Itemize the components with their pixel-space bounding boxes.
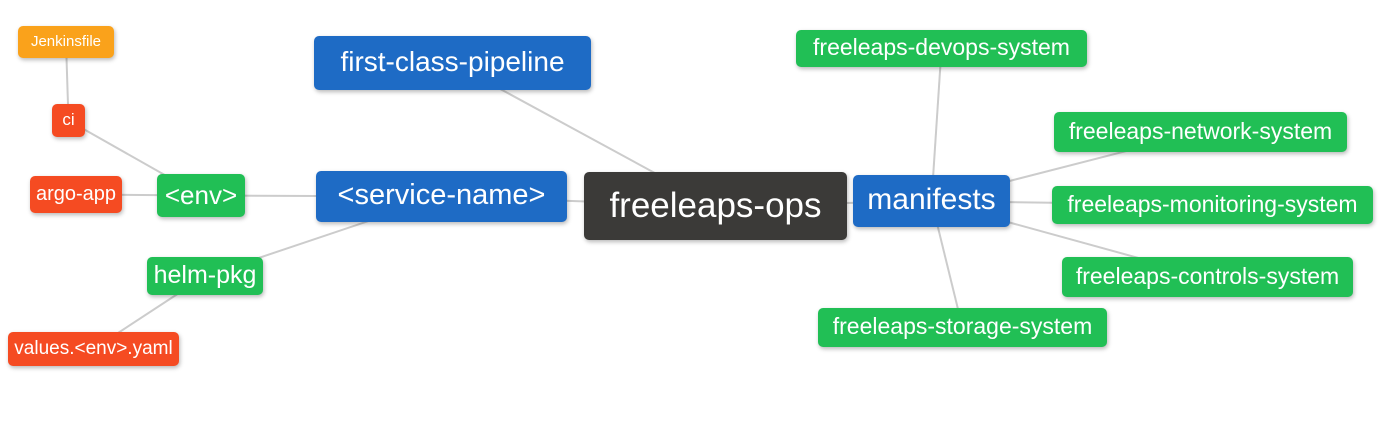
node-freeleaps-network-system[interactable]: freeleaps-network-system — [1054, 112, 1347, 152]
node-label: ci — [62, 110, 75, 129]
node-label: Jenkinsfile — [30, 32, 102, 50]
node-label: freeleaps-controls-system — [1075, 262, 1340, 289]
node-label: <service-name> — [337, 179, 546, 211]
node-service-name[interactable]: <service-name> — [316, 171, 567, 222]
node-freeleaps-storage-system[interactable]: freeleaps-storage-system — [818, 308, 1107, 347]
node-first-class-pipeline[interactable]: first-class-pipeline — [314, 36, 591, 90]
node-label: freeleaps-network-system — [1068, 117, 1333, 144]
node-freeleaps-monitoring-system[interactable]: freeleaps-monitoring-system — [1052, 186, 1373, 224]
node-freeleaps-devops-system[interactable]: freeleaps-devops-system — [796, 30, 1087, 67]
node-helm-pkg[interactable]: helm-pkg — [147, 257, 263, 295]
node-label: manifests — [867, 183, 996, 216]
node-label: values.<env>.yaml — [14, 337, 173, 359]
node-label: first-class-pipeline — [340, 46, 565, 77]
node-label: freeleaps-monitoring-system — [1067, 190, 1358, 217]
node-values-env-yaml[interactable]: values.<env>.yaml — [8, 332, 179, 366]
node-freeleaps-ops[interactable]: freeleaps-ops — [584, 172, 847, 240]
node-freeleaps-controls-system[interactable]: freeleaps-controls-system — [1062, 257, 1353, 297]
node-argo-app[interactable]: argo-app — [30, 176, 122, 213]
node-ci[interactable]: ci — [52, 104, 85, 137]
node-label: freeleaps-storage-system — [832, 313, 1093, 339]
node-label: helm-pkg — [153, 260, 257, 289]
node-label: freeleaps-devops-system — [813, 34, 1070, 60]
node-label: argo-app — [35, 182, 117, 205]
node-manifests[interactable]: manifests — [853, 175, 1010, 227]
node-label: <env> — [164, 179, 238, 210]
node-jenkinsfile[interactable]: Jenkinsfile — [18, 26, 114, 58]
node-label: freeleaps-ops — [609, 185, 822, 225]
node-env[interactable]: <env> — [157, 174, 245, 217]
